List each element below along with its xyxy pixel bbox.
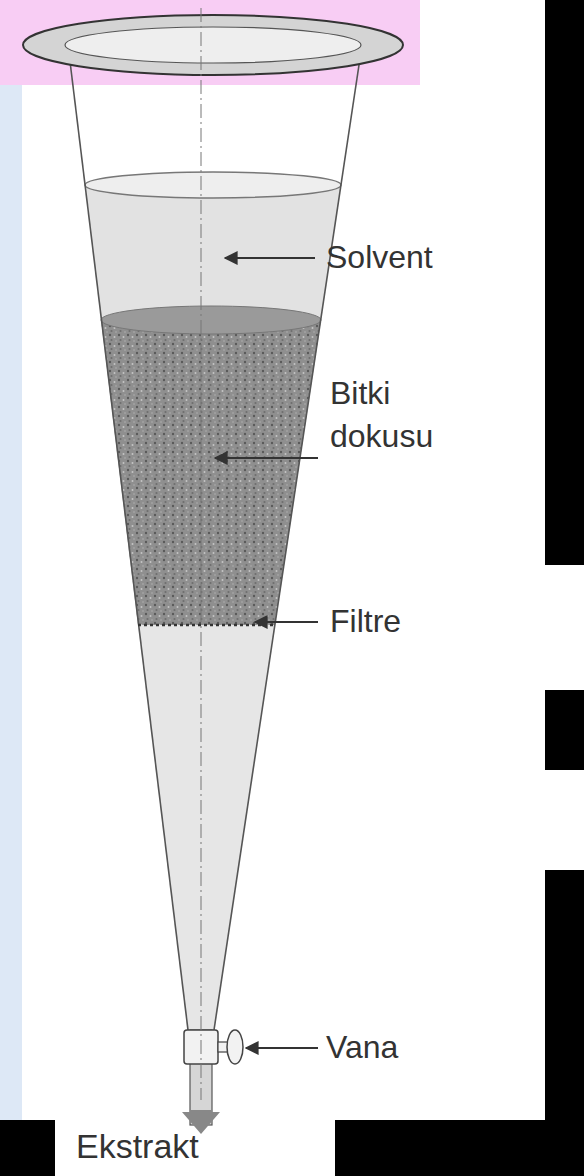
leader-arrow <box>246 1047 318 1049</box>
part-label: Vana <box>326 1026 526 1069</box>
leader-arrow <box>255 621 318 623</box>
part-label: Bitki dokusu <box>330 372 480 458</box>
part-label: Solvent <box>326 236 526 279</box>
filter-line <box>138 624 275 627</box>
solvent-fill <box>85 185 341 320</box>
pink-banner <box>0 0 420 85</box>
leader-arrow <box>225 257 315 259</box>
cone-wall <box>68 45 188 1030</box>
funnel-opening <box>65 27 361 63</box>
cone-wall <box>214 45 362 1030</box>
tissue-top <box>101 306 321 334</box>
leader-arrow <box>215 457 318 459</box>
black-bar <box>545 690 584 770</box>
axis-line <box>201 8 202 1100</box>
plant-tissue <box>101 320 321 625</box>
solvent-surface <box>85 172 341 198</box>
extract-fill <box>138 625 275 1030</box>
blue-band <box>0 85 22 1120</box>
black-bar <box>545 0 584 565</box>
output-label: Ekstrakt <box>76 1124 326 1170</box>
part-label: Filtre <box>330 600 530 643</box>
valve-knob <box>227 1030 243 1064</box>
funnel-rim <box>23 15 403 75</box>
